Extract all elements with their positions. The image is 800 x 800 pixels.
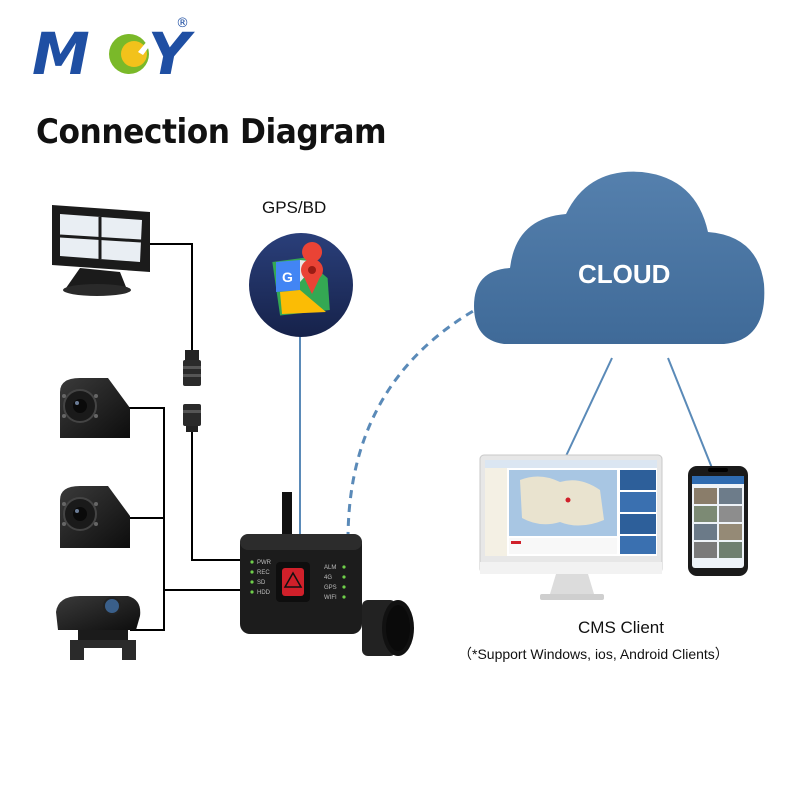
sos-button bbox=[282, 568, 304, 596]
cloud-label: CLOUD bbox=[578, 259, 671, 289]
dvr-right-leds bbox=[342, 565, 346, 599]
logo-c-cut bbox=[138, 40, 154, 55]
led-label-sd: SD bbox=[257, 580, 266, 586]
monitor-device bbox=[52, 205, 150, 296]
cms-support-note: （*Support Windows, ios, Android Clients） bbox=[458, 646, 729, 662]
led-label-pwr: PWR bbox=[257, 560, 272, 566]
aviation-connector-top bbox=[183, 350, 201, 386]
led-label-gps: GPS bbox=[324, 585, 337, 591]
led-label-wifi: WIFI bbox=[324, 595, 337, 601]
monitor-wire bbox=[148, 243, 193, 350]
led-label-4g: 4G bbox=[324, 575, 332, 581]
page-title: Connection Diagram bbox=[36, 112, 387, 152]
monitor-wire-lower bbox=[191, 430, 250, 561]
logo-c-core bbox=[121, 41, 147, 67]
led-label-alm: ALM bbox=[324, 565, 336, 571]
svg-text:G: G bbox=[282, 269, 293, 285]
driver-camera bbox=[56, 596, 141, 660]
cloud-to-pc-line bbox=[565, 357, 613, 457]
cloud-shape bbox=[474, 171, 765, 344]
aviation-connector-bottom bbox=[183, 404, 201, 432]
led-label-hdd: HDD bbox=[257, 590, 271, 596]
smartphone bbox=[688, 466, 748, 576]
mcy-logo-graphic: M Y bbox=[32, 20, 199, 88]
led-label-rec: REC bbox=[257, 570, 270, 576]
registered-mark: ® bbox=[176, 16, 189, 31]
wireless-link bbox=[346, 304, 483, 541]
google-maps-icon: G bbox=[249, 233, 353, 337]
dvr-cable bbox=[282, 492, 292, 536]
cms-client-label: CMS Client bbox=[578, 618, 664, 637]
cloud-to-phone-line bbox=[667, 357, 713, 469]
wires bbox=[128, 243, 250, 631]
mobile-dvr-device: PWR REC SD HDD ALM 4G GPS WIFI bbox=[240, 534, 414, 656]
logo-letter-m: M bbox=[32, 20, 89, 82]
pc-monitor bbox=[479, 454, 663, 600]
gps-label: GPS/BD bbox=[262, 198, 327, 217]
dvr-left-leds bbox=[250, 560, 254, 594]
side-camera-1 bbox=[60, 378, 130, 438]
brand-logo: M Y bbox=[30, 18, 200, 88]
side-camera-2 bbox=[60, 486, 130, 548]
